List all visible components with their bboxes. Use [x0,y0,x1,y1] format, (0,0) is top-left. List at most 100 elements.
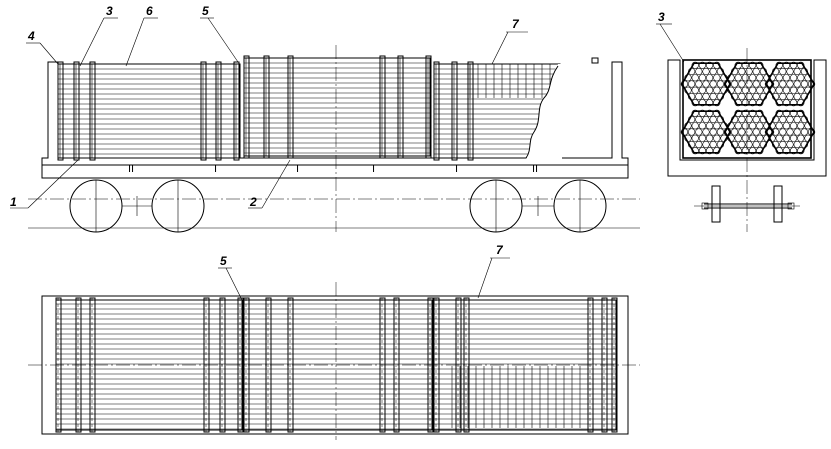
pipe-end [741,74,750,82]
pipe-end [698,122,707,130]
pipe-end [730,67,739,76]
section-mark: I [372,163,375,175]
pipe-end [807,128,816,136]
pipe-end [691,109,699,117]
pipe-end [720,86,728,94]
stanchion [379,297,386,433]
grid-7 [469,64,551,98]
pipe-end [680,128,689,136]
pipe-end [734,99,742,107]
section-mark: I [455,163,458,175]
pipe-end [713,122,721,130]
pipe-end [734,122,742,130]
pipe-end [789,61,798,69]
pipe-end [748,86,757,94]
svg-text:5: 5 [220,254,227,268]
pipe-end [771,140,780,149]
stanchion [433,297,440,433]
pipe-end [705,74,714,82]
pipe-end [684,86,692,94]
pipe-end [720,122,728,130]
pipe-end [782,147,791,155]
stanchion [451,61,458,161]
pipe-end [786,140,794,149]
pipe-end [748,122,757,130]
pipe-end [695,140,703,149]
pipe-end [748,134,757,142]
pipe-end [800,92,809,101]
pipe-end [797,109,805,117]
pipe-end [786,128,794,136]
svg-text:2: 2 [249,195,257,209]
pipe-end [691,99,699,107]
pipe-end [800,140,809,149]
pipe-end [705,134,714,142]
pipe-bundles [680,61,816,155]
svg-text:7: 7 [496,243,504,257]
pipe-end [768,74,776,82]
pipe-end [684,74,692,82]
pipe-end [698,74,707,82]
pipe-end [741,134,750,142]
pipe-end [789,109,798,117]
callout-3-side: 3 [79,4,118,67]
stanchion [393,297,400,433]
stanchion [203,297,210,433]
pipe-end [738,140,746,149]
plan-block-1 [55,297,244,433]
pipe-end [800,80,809,88]
pipe-end [771,80,780,88]
pipe-end [786,115,794,124]
pipe-end [759,67,768,76]
pipe-end [713,109,721,117]
svg-text:3: 3 [106,4,113,18]
callout-4: 4 [26,29,59,65]
pipe-end [782,74,791,82]
pipe-end [713,61,721,69]
bogie-left [69,179,205,233]
plan-block-2 [243,297,434,433]
pipe-end [756,86,764,94]
stanchion [263,55,270,159]
side-block-2 [243,55,432,159]
pipe-end [748,147,757,155]
pipe-end [782,109,791,117]
stanchion [427,297,434,433]
pipe-end [793,67,801,76]
pipe-end [804,122,812,130]
side-block-1 [57,61,241,161]
end-view: 3 [656,10,827,232]
callout-5-side: 5 [200,4,239,63]
pipe-end [687,128,696,136]
pipe-end [775,86,783,94]
bundle-hex [724,110,774,154]
pipe-end [782,122,791,130]
pipe-end [752,128,760,136]
pipe-end [738,92,746,101]
pipe-end [745,140,753,149]
side-load-blocks [57,55,562,161]
pipe-end [687,67,696,76]
pipe-end [698,86,707,94]
pipe-end [748,61,757,69]
callout-6: 6 [125,4,158,67]
pipe-end [695,128,703,136]
pipe-end [779,80,787,88]
pipe-end [702,92,710,101]
pipe-end [779,140,787,149]
stanchion [89,61,96,161]
pipe-end [775,61,783,69]
pipe-end [734,134,742,142]
pipe-end [709,128,717,136]
pipe-bundle [680,61,732,107]
svg-text:3: 3 [658,10,665,24]
pipe-end [684,122,692,130]
pipe-end [709,92,717,101]
stanchion [237,297,244,433]
pipe-end [734,86,742,94]
pipe-end [786,80,794,88]
pipe-end [775,74,783,82]
pipe-end [705,109,714,117]
stanchion [455,297,462,433]
pipe-end [702,80,710,88]
